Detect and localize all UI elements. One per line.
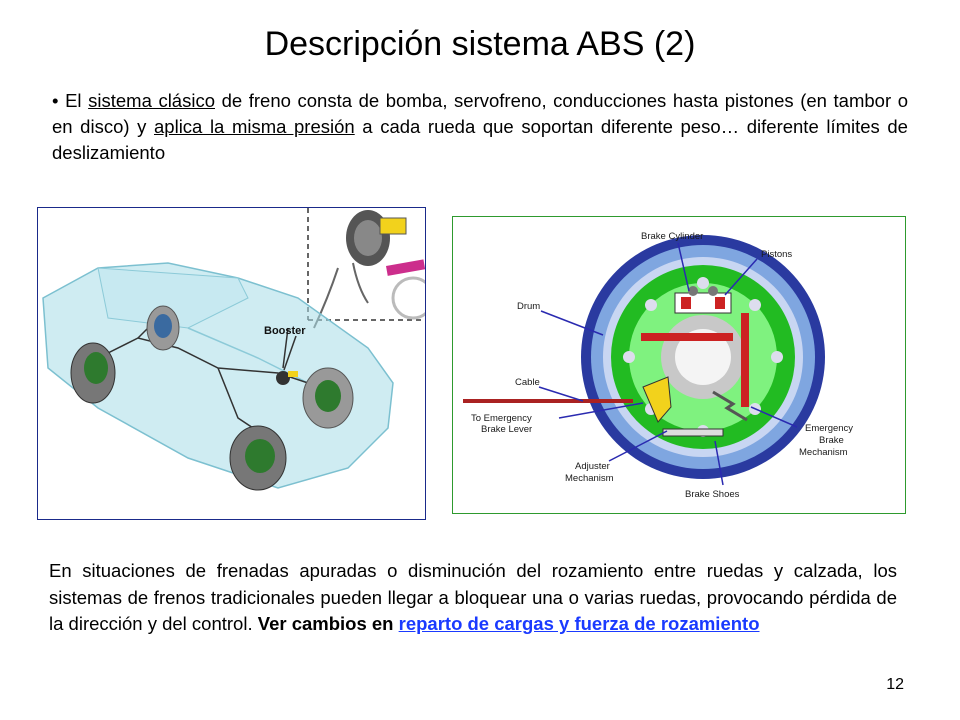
car-body <box>42 262 394 489</box>
brake-cylinder-part <box>674 286 732 314</box>
page-number: 12 <box>886 676 904 693</box>
leader-lines <box>538 242 798 486</box>
booster-detail <box>313 210 425 329</box>
drum-assembly <box>581 235 825 479</box>
front-right-wheel <box>302 367 354 429</box>
slide-title: Descripción sistema ABS (2) <box>264 25 696 63</box>
drum-brake-diagram: Brake Cylinder Pistons Drum Cable To Eme… <box>452 216 906 514</box>
label-emergency-mech-line1: Emergency <box>805 423 853 434</box>
label-pistons: Pistons <box>761 249 792 260</box>
booster-pointer <box>283 335 297 371</box>
label-adjuster-line1: Adjuster <box>575 461 610 472</box>
master-cylinder <box>276 371 298 385</box>
label-drum: Drum <box>517 301 540 312</box>
adjuster-part <box>642 376 748 437</box>
intro-underline-same-pressure: aplica la misma presión <box>154 116 355 137</box>
bullet-marker: • <box>52 90 59 111</box>
load-distribution-link[interactable]: reparto de cargas y fuerza de rozamiento <box>398 613 760 634</box>
label-brake-shoes: Brake Shoes <box>685 489 740 500</box>
bottom-bold-text: Ver cambios en <box>257 613 394 634</box>
booster-label: Booster <box>264 325 306 337</box>
intro-underline-classic-system: sistema clásico <box>88 90 215 111</box>
label-emergency-lever-line1: To Emergency <box>471 413 532 424</box>
intro-text-3: a cada rueda que soportan diferente peso… <box>52 116 908 163</box>
label-emergency-lever-line2: Brake Lever <box>481 424 532 435</box>
label-adjuster-line2: Mechanism <box>565 473 614 484</box>
intro-text-1: El <box>65 90 89 111</box>
label-emergency-mech-line2: Brake <box>819 435 844 446</box>
front-left-wheel <box>229 425 287 491</box>
intro-paragraph: • El sistema clásico de freno consta de … <box>52 88 908 166</box>
car-brake-system-image: Booster <box>37 207 426 520</box>
rear-left-wheel <box>70 342 116 404</box>
label-emergency-mech-line3: Mechanism <box>799 447 848 458</box>
label-brake-cylinder: Brake Cylinder <box>641 231 703 242</box>
emergency-brake-lever <box>463 313 749 407</box>
intro-text-2: de freno consta de bomba, servofreno, co… <box>52 90 908 137</box>
label-cable: Cable <box>515 377 540 388</box>
rear-right-wheel <box>146 305 180 351</box>
bottom-paragraph: En situaciones de frenadas apuradas o di… <box>49 558 897 638</box>
bottom-text: En situaciones de frenadas apuradas o di… <box>49 560 897 634</box>
